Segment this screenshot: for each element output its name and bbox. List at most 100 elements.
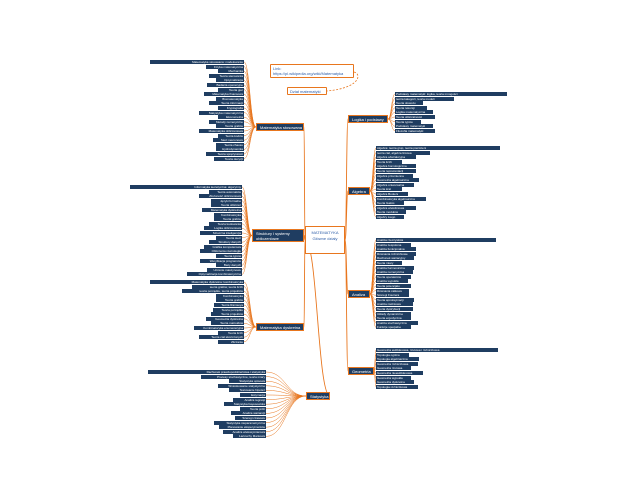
leaf-item[interactable]: Bazy danych <box>216 263 242 268</box>
central-node[interactable]: MATEMATYKA Główne działy <box>305 226 345 254</box>
leaf-item[interactable]: Sztuczna inteligencja <box>200 231 242 235</box>
leaf-item[interactable]: Teoria decyzji <box>214 156 244 161</box>
leaf-item[interactable]: Analiza rzeczywista <box>376 238 496 242</box>
leaf-item[interactable]: Geometria dyskretna <box>205 316 244 321</box>
leaf-item[interactable]: Matematyka dyskretna <box>202 208 242 212</box>
leaf-item[interactable]: Geometria rzutowa <box>376 366 411 371</box>
leaf-item[interactable]: Matematyka obliczeniowa <box>198 129 244 133</box>
leaf-item[interactable]: Statystyka nieparametryczna <box>214 420 266 425</box>
callout-node[interactable]: Dział matematyki <box>287 87 327 95</box>
leaf-item[interactable]: Statystyka matematyczna <box>198 110 244 115</box>
leaf-item[interactable]: Teoria sieci <box>215 235 242 240</box>
leaf-item[interactable]: Matematyka stosowana: modelowanie <box>150 60 244 64</box>
leaf-item[interactable]: Kombinatoryka <box>213 212 242 217</box>
leaf-item[interactable]: Teoria typów <box>215 254 242 258</box>
leaf-item[interactable]: Teoria operatorów <box>376 274 411 279</box>
leaf-item[interactable]: Optymalizacja kombinatoryczna <box>186 272 242 277</box>
leaf-item[interactable]: Analiza regresji <box>232 397 266 402</box>
leaf-item[interactable]: Algebra abstrakcyjna <box>376 155 416 160</box>
leaf-item[interactable]: Teoria aproksymacji <box>376 297 415 302</box>
leaf-item[interactable]: Teoria obliczalności <box>395 115 435 119</box>
leaf-item[interactable]: Teoria dystrybucji <box>376 307 413 311</box>
leaf-item[interactable]: Metody numeryczne <box>209 119 244 124</box>
leaf-item[interactable]: Mechanika <box>218 69 244 74</box>
leaf-item[interactable]: Analiza zespolona <box>376 242 411 247</box>
leaf-item[interactable]: Teoria ciał skończonych <box>198 335 244 340</box>
link-note[interactable]: Link: https://pl.wikipedia.org/wiki/Mate… <box>270 64 354 78</box>
leaf-item[interactable]: Weryfikacja programów <box>200 258 242 263</box>
leaf-item[interactable]: Teoria automatów <box>208 189 242 194</box>
leaf-item[interactable]: Geometria algebraiczna <box>376 178 420 183</box>
leaf-item[interactable]: Topologia ogólna <box>376 352 410 357</box>
leaf-item[interactable]: Optymalizacja <box>215 78 244 83</box>
leaf-item[interactable]: Kombinatoryka algebraiczna <box>376 196 427 201</box>
leaf-item[interactable]: Geometria dyskretna <box>376 380 415 385</box>
leaf-item[interactable]: Kombinatoryka <box>215 293 244 298</box>
leaf-item[interactable]: Podstawy matematyki: logika, teoria mnog… <box>395 92 507 96</box>
leaf-item[interactable]: Logika obliczeniowa <box>203 226 242 231</box>
leaf-item[interactable]: Hydrodynamika <box>215 147 244 152</box>
leaf-item[interactable]: Łańcuchy Markowa <box>232 434 266 439</box>
leaf-item[interactable]: Układy dynamiczne <box>376 311 411 316</box>
branch-node[interactable]: Logika i podstawy <box>348 115 388 123</box>
leaf-item[interactable]: Teoria reprezentacji <box>376 169 416 173</box>
leaf-item[interactable]: Algebra Boole'a <box>376 192 408 196</box>
leaf-item[interactable]: Uczenie maszynowe <box>207 267 242 272</box>
branch-node[interactable]: Algebra <box>348 187 370 195</box>
leaf-item[interactable]: Analiza wielowymiarowa <box>222 429 266 434</box>
leaf-item[interactable]: Teoria projektów <box>210 312 244 317</box>
leaf-item[interactable]: Geometria euklidesowa, rzutowa i różnicz… <box>376 348 498 352</box>
branch-node[interactable]: Analiza <box>348 290 370 298</box>
leaf-item[interactable]: Teoria modułów <box>376 210 406 215</box>
leaf-item[interactable]: teoria grafów, teoria liczb <box>192 284 244 289</box>
leaf-item[interactable]: Teoria sterowania <box>209 73 244 78</box>
leaf-item[interactable]: Matematyka finansowa <box>204 92 244 97</box>
leaf-item[interactable]: Geometria wypukła <box>376 375 411 380</box>
leaf-item[interactable]: Teoria matroidów <box>210 321 244 326</box>
leaf-item[interactable]: Teoria kodów <box>217 133 244 138</box>
leaf-item[interactable]: Estymacja <box>240 393 266 397</box>
leaf-item[interactable]: Wnioskowanie statystyczne <box>217 383 266 388</box>
leaf-item[interactable]: Grafika komputerowa <box>203 244 242 249</box>
branch-node[interactable]: Struktury i systemy obliczeniowe <box>252 229 304 242</box>
leaf-item[interactable]: Teoria potencjału <box>376 284 411 288</box>
leaf-item[interactable]: Teoria grafów <box>213 217 242 222</box>
leaf-item[interactable]: Obliczenia równoległe <box>200 249 242 254</box>
leaf-item[interactable]: Algebry Liego <box>376 215 405 219</box>
leaf-item[interactable]: Rachunek wariacyjny <box>376 256 415 261</box>
leaf-item[interactable]: Języki formalne <box>210 198 242 203</box>
leaf-item[interactable]: teoria kategorii, teoria modeli <box>395 96 454 101</box>
leaf-item[interactable]: Teoria typów <box>395 119 422 124</box>
leaf-item[interactable]: Teoria porządku <box>212 307 244 312</box>
leaf-item[interactable]: Teoria rekursji <box>395 105 427 110</box>
leaf-item[interactable]: Analiza funkcjonalna <box>376 247 416 252</box>
leaf-item[interactable]: Teoria kodowania <box>208 221 242 226</box>
leaf-item[interactable]: Równania różniczkowe <box>376 251 416 256</box>
leaf-item[interactable]: Sieci neuronowe <box>212 138 244 143</box>
leaf-item[interactable]: Algebra homologiczna <box>376 164 416 169</box>
leaf-item[interactable]: Analiza wariancji <box>231 411 266 416</box>
leaf-item[interactable]: Matematyka dyskretna: kombinatoryka <box>150 280 244 284</box>
leaf-item[interactable]: Podstawy matematyki <box>395 124 434 129</box>
branch-node[interactable]: Matematyka stosowana <box>256 123 304 131</box>
leaf-item[interactable]: Rachunek prawdopodobieństwa i statystyka <box>148 370 266 374</box>
leaf-item[interactable]: Teoria informacji <box>209 101 244 106</box>
leaf-item[interactable]: Geometria różniczkowa <box>376 361 418 366</box>
leaf-item[interactable]: Algebra uniwersalna <box>376 182 415 187</box>
branch-node[interactable]: Matematyka dyskretna <box>256 323 304 331</box>
leaf-item[interactable]: Filozofia matematyki <box>395 128 435 133</box>
leaf-item[interactable]: Teoria grafów <box>215 124 244 129</box>
leaf-item[interactable]: Analiza harmoniczna <box>376 265 415 270</box>
leaf-item[interactable]: Teoria dowodu <box>395 101 424 106</box>
leaf-item[interactable]: Teoria ergodyczna <box>376 316 411 321</box>
leaf-item[interactable]: Teoria grafów <box>215 298 244 303</box>
leaf-item[interactable]: Statystyka bayesowska <box>224 402 266 407</box>
leaf-item[interactable]: Algebra przemienna <box>376 173 413 178</box>
leaf-item[interactable]: Procesy stochastyczne, teoria miary <box>200 374 266 379</box>
leaf-item[interactable]: Teoria Galois <box>376 201 405 206</box>
leaf-item[interactable]: Funkcje specjalne <box>376 325 411 330</box>
leaf-item[interactable]: Kryptografia <box>217 106 244 110</box>
leaf-item[interactable]: Teoria sprężystości <box>205 152 244 156</box>
leaf-item[interactable]: Badania operacyjne <box>207 83 244 87</box>
branch-node[interactable]: Geometria <box>348 367 374 375</box>
